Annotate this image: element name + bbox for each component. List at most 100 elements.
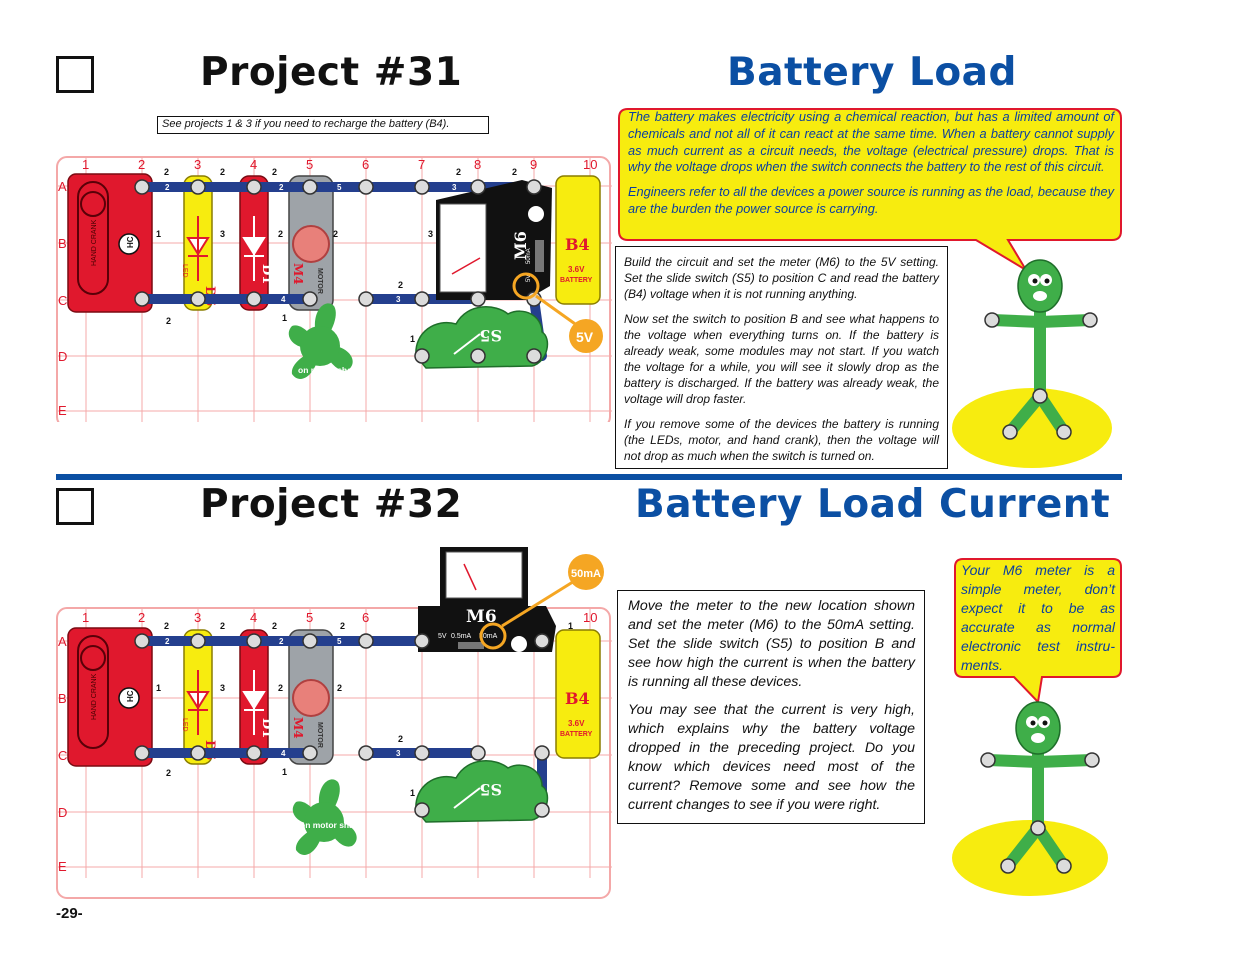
snap-level: 2 (512, 167, 517, 177)
meter-50ma-callout: 50mA (479, 554, 604, 650)
instruction-paragraph: Move the meter to the new location shown… (628, 598, 915, 690)
snap-level: 2 (398, 280, 403, 290)
project31-title: Project #31 (200, 50, 463, 95)
snap-level: 2 (398, 734, 403, 744)
snap-level: 2 (278, 229, 283, 239)
snap-number: 3 (452, 183, 457, 192)
svg-text:5V: 5V (576, 329, 594, 345)
instructions-32: Move the meter to the new location shown… (617, 590, 925, 824)
recharge-note: See projects 1 & 3 if you need to rechar… (157, 116, 489, 134)
svg-text:B4: B4 (565, 689, 590, 708)
hand-crank-part: HAND CRANK HC (67, 173, 153, 313)
snap-level: 3 (428, 229, 433, 239)
col-label: 9 (530, 157, 537, 172)
bubble-text-31: The battery makes electricity using a ch… (628, 109, 1114, 218)
project31-checkbox[interactable] (56, 56, 94, 93)
hand-crank-part: HAND CRANK HC (67, 627, 153, 767)
snap-level: 3 (220, 229, 225, 239)
snap-level: 1 (156, 229, 161, 239)
snap-level: 3 (220, 683, 225, 693)
svg-text:M4: M4 (291, 263, 305, 285)
snap-level: 1 (568, 621, 573, 631)
svg-text:3.6V: 3.6V (568, 719, 585, 728)
circuit-board-32: 1 2 3 4 5 6 7 10 A B C D E HAND CRANK HC… (56, 546, 612, 899)
instruction-paragraph: If you remove some of the devices the ba… (624, 417, 939, 463)
col-label: 1 (82, 157, 89, 172)
row-label: B (58, 691, 67, 706)
row-label: A (58, 634, 67, 649)
instruction-paragraph: Build the circuit and set the meter (M6)… (624, 255, 939, 301)
col-label: 2 (138, 157, 145, 172)
svg-text:on motor shaft: on motor shaft (300, 820, 360, 830)
led-d1-part: D1 (239, 175, 274, 311)
svg-text:50mA: 50mA (479, 633, 498, 640)
snap-level: 2 (166, 768, 171, 778)
instructions-31: Build the circuit and set the meter (M6)… (615, 246, 948, 469)
col-label: 7 (418, 157, 425, 172)
col-label: 4 (250, 610, 257, 625)
col-label: 3 (194, 157, 201, 172)
snap-level: 2 (164, 621, 169, 631)
svg-text:M6: M6 (511, 231, 530, 260)
row-label: E (58, 403, 67, 418)
mascot-figure-31 (952, 259, 1112, 468)
meter-5v-callout: 5V (512, 272, 603, 353)
snap-number: 2 (165, 183, 170, 192)
svg-text:M6: M6 (466, 607, 497, 627)
snap-level: 2 (333, 229, 338, 239)
col-label: 8 (474, 157, 481, 172)
snap-number: 2 (279, 637, 284, 646)
snap-level: 2 (272, 621, 277, 631)
svg-text:BATTERY: BATTERY (560, 731, 593, 738)
svg-text:S5: S5 (479, 780, 502, 799)
svg-text:50mA: 50mA (571, 568, 601, 580)
snap-number: 4 (281, 749, 286, 758)
snap-level: 2 (164, 167, 169, 177)
col-label: 6 (362, 157, 369, 172)
svg-text:MOTOR: MOTOR (316, 268, 323, 294)
meter-m6-part: M6 5V 50mA (436, 180, 552, 300)
motor-m4-part: M4 MOTOR (288, 175, 334, 311)
battery-b4-part: B4 3.6V BATTERY (555, 629, 601, 759)
row-label: C (58, 293, 67, 308)
snap-level: 1 (410, 788, 415, 798)
snap-level: 1 (282, 313, 287, 323)
svg-text:50mA: 50mA (526, 248, 532, 264)
svg-text:5V: 5V (438, 633, 447, 640)
snap-pins (134, 179, 542, 364)
snap-level: 2 (456, 167, 461, 177)
col-label: 5 (306, 157, 313, 172)
svg-text:HAND CRANK: HAND CRANK (91, 673, 98, 720)
snap-pins (134, 633, 550, 818)
instruction-paragraph: You may see that the current is very hig… (628, 702, 915, 813)
snap-level: 1 (282, 767, 287, 777)
row-label: A (58, 179, 67, 194)
col-label: 3 (194, 610, 201, 625)
row-label: E (58, 859, 67, 874)
row-label: C (58, 748, 67, 763)
svg-text:0.5mA: 0.5mA (451, 633, 472, 640)
svg-text:HC: HC (126, 236, 135, 248)
svg-text:on motor shaft: on motor shaft (298, 365, 358, 375)
col-label: 5 (306, 610, 313, 625)
col-label: 2 (138, 610, 145, 625)
snap-level: 2 (278, 683, 283, 693)
svg-text:LED: LED (181, 718, 188, 732)
project32-name: Battery Load Current (635, 482, 1111, 527)
svg-text:LED: LED (181, 264, 188, 278)
svg-text:D1: D1 (259, 718, 274, 738)
project32-checkbox[interactable] (56, 488, 94, 525)
snap-level: 2 (340, 621, 345, 631)
col-label: 6 (362, 610, 369, 625)
instruction-paragraph: Now set the switch to position B and see… (624, 312, 939, 406)
speech-bubble-31 (618, 108, 1122, 271)
svg-text:HAND CRANK: HAND CRANK (91, 219, 98, 266)
svg-text:M4: M4 (291, 717, 305, 739)
motor-m4-part: M4 MOTOR (288, 629, 334, 765)
led-d5-part: D5 LED (181, 175, 217, 311)
bubble-paragraph: Your M6 meter is a simple meter, don’t e… (961, 562, 1115, 673)
slide-switch-s5-part: S5 (415, 760, 549, 823)
svg-text:B4: B4 (565, 235, 590, 254)
fan-blade: on motor shaft (292, 779, 360, 855)
snap-level: 2 (166, 316, 171, 326)
